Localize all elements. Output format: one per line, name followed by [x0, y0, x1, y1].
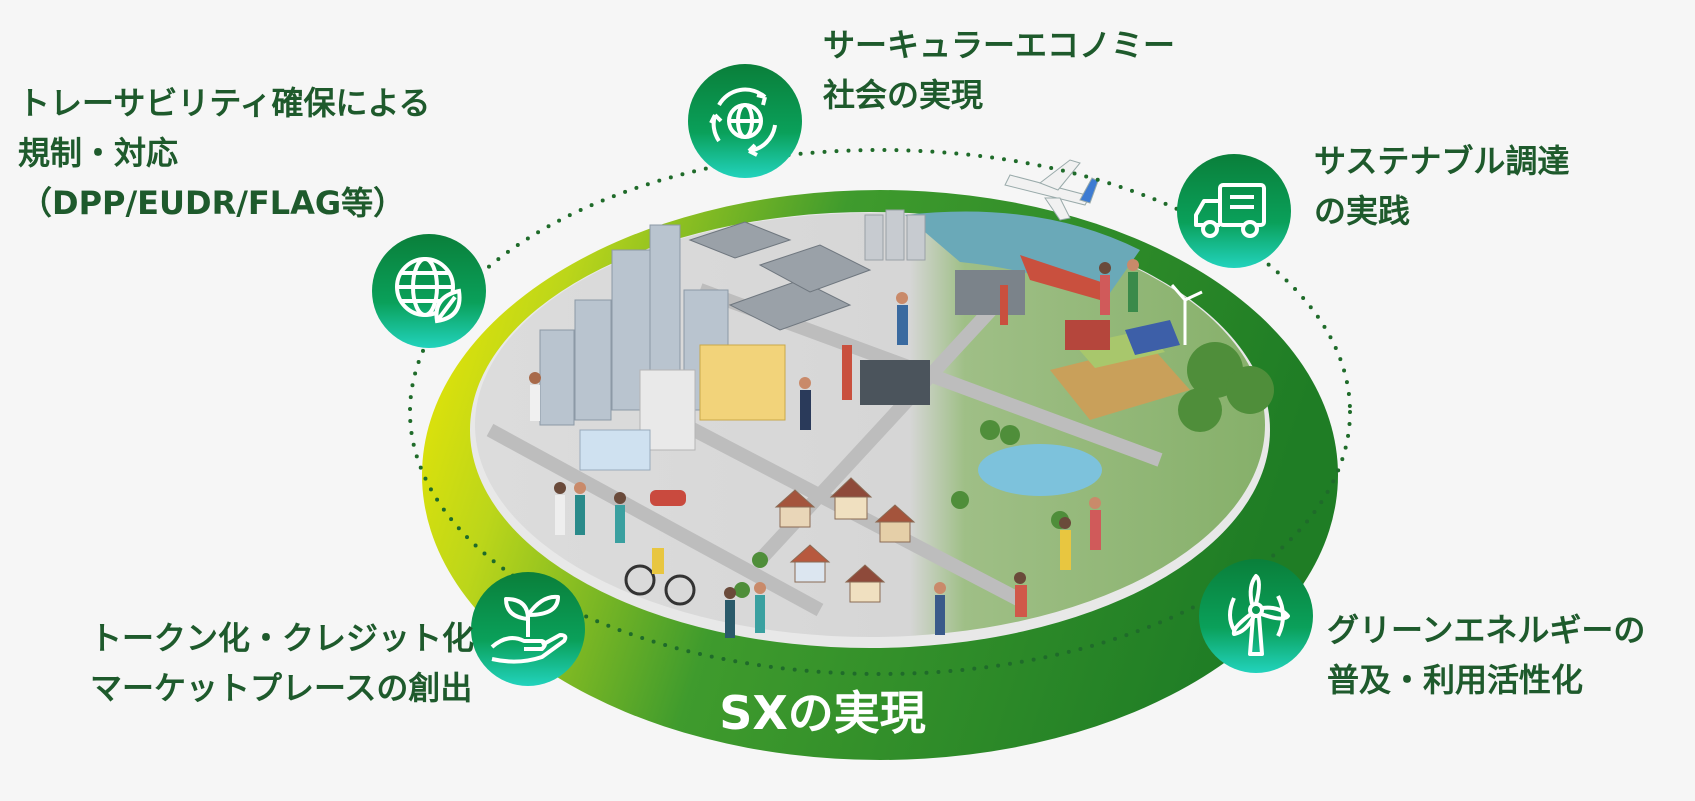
hand-sprout-icon	[471, 572, 585, 686]
center-title: SXの実現	[0, 685, 1695, 741]
label-circular-economy: サーキュラーエコノミー 社会の実現	[823, 20, 1175, 120]
label-sustainable-procurement-line-2: の実践	[1314, 192, 1411, 230]
label-traceability: トレーサビリティ確保による 規制・対応 （DPP/EUDR/FLAG等）	[18, 78, 430, 228]
globe-leaf-icon	[372, 234, 486, 348]
truck-icon	[1177, 154, 1291, 268]
label-traceability-line-2: 規制・対応	[18, 134, 179, 172]
city-illustration	[475, 159, 1274, 638]
dotted-orbit	[408, 148, 1352, 676]
center-title-text: SXの実現	[719, 686, 926, 740]
recycle-globe-icon	[688, 64, 802, 178]
label-green-energy: グリーンエネルギーの 普及・利用活性化	[1327, 605, 1645, 705]
label-traceability-line-1: トレーサビリティ確保による	[18, 84, 431, 122]
label-sustainable-procurement: サステナブル調達 の実践	[1314, 136, 1569, 236]
wind-turbine-icon	[1199, 559, 1313, 673]
label-circular-economy-line-2: 社会の実現	[823, 76, 984, 114]
label-sustainable-procurement-line-1: サステナブル調達	[1314, 142, 1570, 180]
label-tokenization: トークン化・クレジット化 マーケットプレースの創出	[90, 613, 474, 713]
label-green-energy-line-2: 普及・利用活性化	[1327, 661, 1584, 699]
label-tokenization-line-1: トークン化・クレジット化	[90, 619, 475, 657]
label-tokenization-line-2: マーケットプレースの創出	[90, 669, 473, 707]
label-green-energy-line-1: グリーンエネルギーの	[1327, 611, 1646, 649]
label-circular-economy-line-1: サーキュラーエコノミー	[823, 26, 1176, 64]
label-traceability-line-3: （DPP/EUDR/FLAG等）	[20, 184, 406, 222]
